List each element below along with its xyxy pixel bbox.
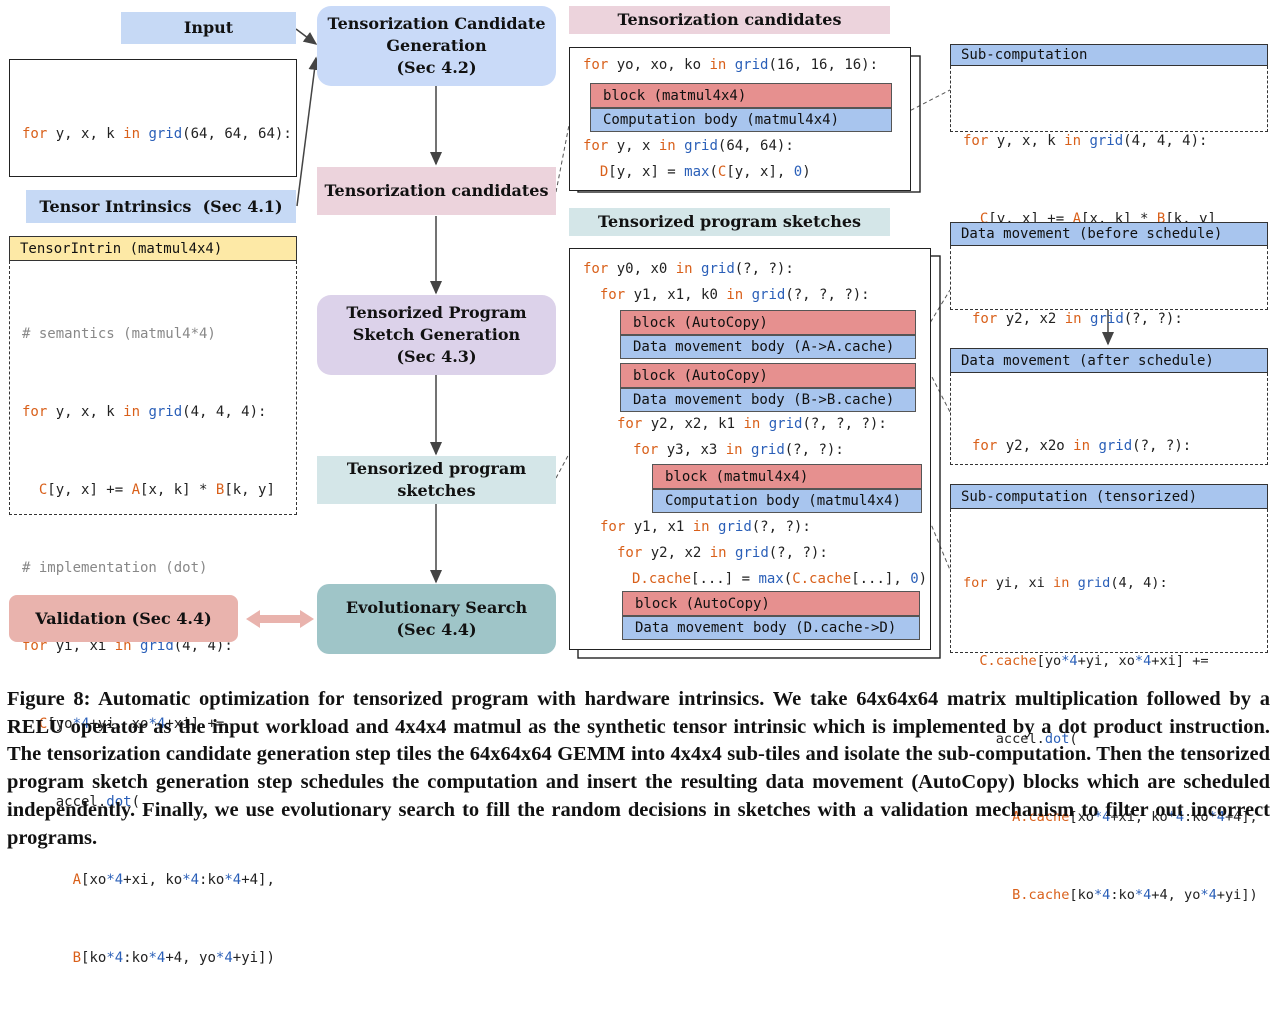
- dm-body-b: Data movement body (B->B.cache): [620, 388, 916, 412]
- dm-after-header: Data movement (after schedule): [950, 348, 1268, 373]
- candidate-generation-step: Tensorization Candidate Generation (Sec …: [317, 6, 556, 86]
- sketch-line: for y0, x0 in grid(?, ?):: [583, 261, 794, 277]
- cand-line: for yo, xo, ko in grid(16, 16, 16):: [583, 57, 879, 73]
- step-title: Sketch Generation: [352, 325, 521, 344]
- step-section: (Sec 4.4): [396, 620, 477, 639]
- autocopy-block-a: block (AutoCopy): [620, 310, 916, 335]
- sketch-line: for y2, x2, k1 in grid(?, ?, ?):: [617, 416, 887, 432]
- dash-dma-to-after: [915, 345, 951, 413]
- arrow-input-to-gen: [295, 28, 318, 45]
- node-title: Tensorized program: [346, 459, 527, 478]
- cand-block-bar: block (matmul4x4): [590, 83, 892, 108]
- intrin-code-line: C[yo*4+yi, xo*4+xi] +=: [38, 716, 225, 732]
- program-sketches-node: Tensorized program sketches: [317, 456, 556, 504]
- step-title: Generation: [386, 36, 487, 55]
- dm-body-a: Data movement body (A->A.cache): [620, 335, 916, 359]
- intrin-code-box: # semantics (matmul4*4) for y, x, k in g…: [9, 261, 297, 966]
- cand-line: for y, x in grid(64, 64):: [583, 138, 794, 154]
- dash-mm-to-subt: [920, 499, 951, 571]
- step-section: (Sec 4.3): [396, 347, 477, 366]
- dm-before-header: Data movement (before schedule): [950, 222, 1268, 246]
- intrin-code-line: accel.dot(: [22, 794, 141, 810]
- step-section: (Sec 4.2): [396, 58, 477, 77]
- figure-caption: Figure 8: Automatic optimization for ten…: [7, 688, 1270, 849]
- sketch-line: for y1, x1, k0 in grid(?, ?, ?):: [599, 287, 870, 303]
- sketch-generation-step: Tensorized Program Sketch Generation (Se…: [317, 295, 556, 375]
- dm-before-box: for y2, x2 in grid(?, ?): A.cache[...] =…: [950, 246, 1268, 405]
- autocopy-block-d: block (AutoCopy): [622, 591, 920, 616]
- tensor-intrinsics-label: Tensor Intrinsics (Sec 4.1): [26, 190, 296, 223]
- autocopy-block-b: block (AutoCopy): [620, 363, 916, 388]
- sub-tensorized-header: Sub-computation (tensorized): [950, 484, 1268, 509]
- intrin-code-line: C[y, x] += A[x, k] * B[k, y]: [38, 482, 275, 498]
- cand-line: D[y, x] = max(C[y, x], 0): [599, 164, 811, 180]
- sub-t-line: C.cache[yo*4+yi, xo*4+xi] +=: [979, 653, 1209, 669]
- sub-t-line: for yi, xi in grid(4, 4):: [963, 575, 1168, 591]
- intrin-code-line: for yi, xi in grid(4, 4):: [22, 638, 233, 654]
- subcomp-line: for y, x, k in grid(4, 4, 4):: [963, 133, 1208, 149]
- bidirectional-arrow: [246, 610, 314, 628]
- dash-candidates-to-box: [555, 119, 571, 193]
- sketch-line: for y3, x3 in grid(?, ?):: [633, 442, 844, 458]
- mm-block: block (matmul4x4): [652, 464, 922, 489]
- sketch-line: for y1, x1 in grid(?, ?):: [600, 519, 811, 535]
- intrin-header: TensorIntrin (matmul4x4): [9, 236, 297, 261]
- sub-t-line: B.cache[ko*4:ko*4+4, yo*4+yi]): [1012, 887, 1258, 903]
- sketches-code-box: for y0, x0 in grid(?, ?): for y1, x1, k0…: [569, 248, 931, 650]
- intrin-comment: # semantics (matmul4*4): [22, 326, 216, 342]
- subcomp-header: Sub-computation: [950, 44, 1268, 66]
- step-title: Tensorization Candidate: [327, 14, 546, 33]
- input-code-line: for y, x, k in grid(64, 64, 64):: [22, 126, 292, 142]
- arrow-intrin-to-gen: [296, 56, 321, 207]
- intrin-code-line: for y, x, k in grid(4, 4, 4):: [22, 404, 267, 420]
- dm-body-d: Data movement body (D.cache->D): [622, 616, 920, 640]
- intrin-code-line: A[xo*4+xi, ko*4:ko*4+4],: [72, 872, 275, 888]
- mm-body: Computation body (matmul4x4): [652, 489, 922, 513]
- node-title: sketches: [397, 481, 476, 500]
- step-title: Evolutionary Search: [345, 598, 528, 617]
- intrin-code-line: B[ko*4:ko*4+4, yo*4+yi]): [72, 950, 275, 966]
- dash-sketches-to-box: [555, 451, 571, 479]
- cand-body-bar: Computation body (matmul4x4): [590, 108, 892, 132]
- sub-tensorized-box: for yi, xi in grid(4, 4): C.cache[yo*4+y…: [950, 509, 1268, 903]
- sketch-line: D.cache[...] = max(C.cache[...], 0): [632, 571, 928, 587]
- input-label: Input: [121, 12, 296, 44]
- input-code-box: for y, x, k in grid(64, 64, 64): C[y, x]…: [9, 59, 297, 376]
- tensorization-candidates-node: Tensorization candidates: [317, 167, 556, 215]
- dm-after-box: for y2, x2o in grid(?, ?): for vec in ve…: [950, 373, 1268, 610]
- sketch-line: for y2, x2 in grid(?, ?):: [617, 545, 828, 561]
- sub-t-line: A.cache[xo*4+xi, ko*4:ko*4+4],: [1012, 809, 1258, 825]
- evolutionary-search-step: Evolutionary Search (Sec 4.4): [317, 584, 556, 654]
- dm-after-line: for y2, x2o in grid(?, ?):: [972, 438, 1192, 454]
- sketches-title: Tensorized program sketches: [569, 208, 890, 236]
- candidates-code-box: for yo, xo, ko in grid(16, 16, 16): bloc…: [569, 47, 911, 191]
- dm-before-line: for y2, x2 in grid(?, ?):: [972, 311, 1183, 327]
- intrin-comment: # implementation (dot): [22, 560, 208, 576]
- candidates-title: Tensorization candidates: [569, 6, 890, 34]
- subcomp-code-box: for y, x, k in grid(4, 4, 4): C[y, x] +=…: [950, 66, 1268, 227]
- step-title: Tensorized Program: [346, 303, 527, 322]
- sub-t-line: accel.dot(: [963, 731, 1078, 747]
- validation-box: Validation (Sec 4.4): [9, 595, 238, 642]
